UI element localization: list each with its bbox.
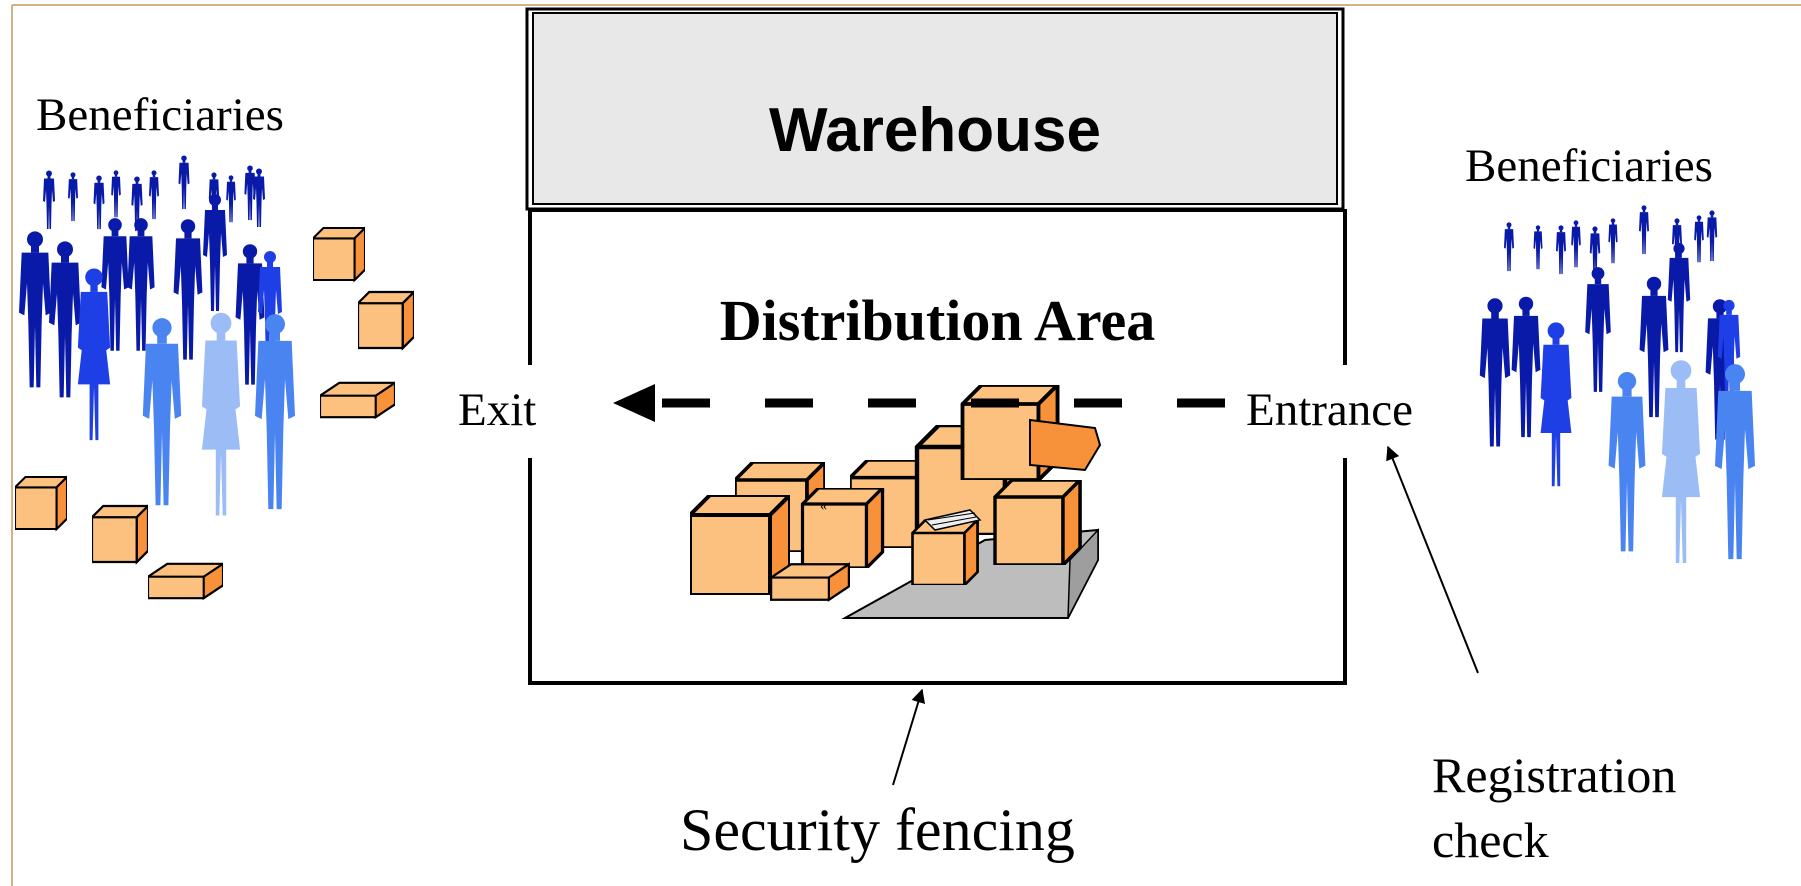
security-fencing-label: Security fencing bbox=[680, 797, 1075, 863]
warehouse-title: Warehouse bbox=[769, 96, 1101, 165]
distribution-area-wall bbox=[528, 458, 1347, 685]
entrance-label: Entrance bbox=[1246, 384, 1414, 436]
flow-arrowhead-icon bbox=[613, 384, 655, 422]
warehouse-outer-border bbox=[525, 7, 1345, 211]
svg-text:«: « bbox=[820, 499, 827, 514]
distribution-area-title: Distribution Area bbox=[719, 288, 1156, 353]
beneficiaries-right-crowd-icon bbox=[1479, 205, 1755, 564]
warehouse-band bbox=[532, 12, 1338, 205]
registration-check-arrow-icon bbox=[1386, 445, 1479, 674]
security-fencing-arrow-icon bbox=[892, 688, 926, 786]
beneficiaries-left-label: Beneficiaries bbox=[36, 89, 284, 141]
beneficiaries-right-label: Beneficiaries bbox=[1465, 140, 1713, 192]
registration-check-label-line1: Registration bbox=[1432, 747, 1677, 803]
beneficiaries-left-crowd-icon bbox=[19, 155, 295, 516]
registration-check-label-line2: check bbox=[1432, 812, 1549, 868]
exit-label: Exit bbox=[458, 384, 537, 436]
box-pile-icon: « bbox=[690, 385, 1102, 619]
